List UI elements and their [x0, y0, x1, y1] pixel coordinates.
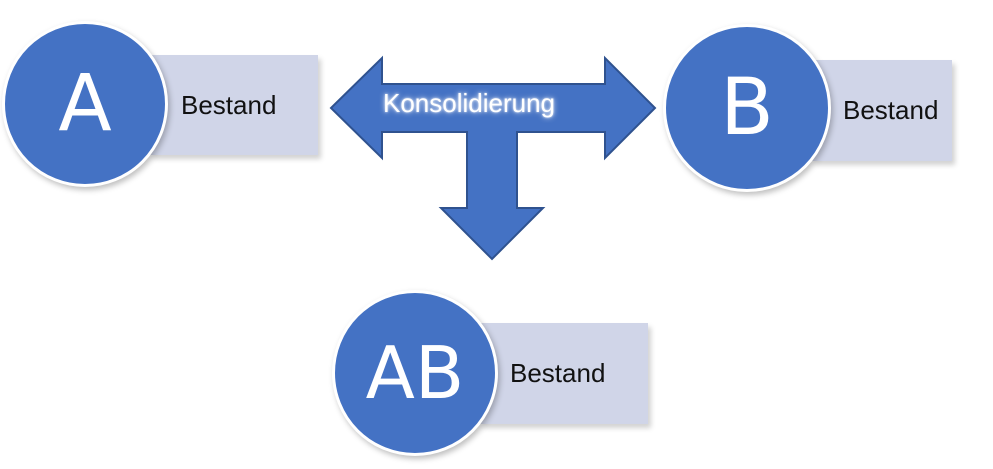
- node-b-letter: B: [720, 63, 774, 153]
- node-a-circle: A: [2, 21, 168, 187]
- node-b-circle: B: [663, 24, 831, 192]
- node-ab-stock-box: Bestand: [480, 323, 648, 424]
- node-a-stock-label: Bestand: [181, 89, 277, 120]
- node-a-letter: A: [58, 59, 112, 149]
- node-ab-letter: AB: [365, 331, 465, 415]
- node-b-stock-label: Bestand: [843, 95, 939, 125]
- consolidation-label: Konsolidierung: [383, 88, 556, 118]
- node-ab-circle: AB: [332, 290, 498, 456]
- node-b-stock-box: Bestand: [812, 60, 952, 161]
- node-ab-stock-label: Bestand: [510, 358, 606, 388]
- node-a-stock-box: Bestand: [150, 55, 318, 155]
- consolidation-arrow-shape: [329, 55, 657, 261]
